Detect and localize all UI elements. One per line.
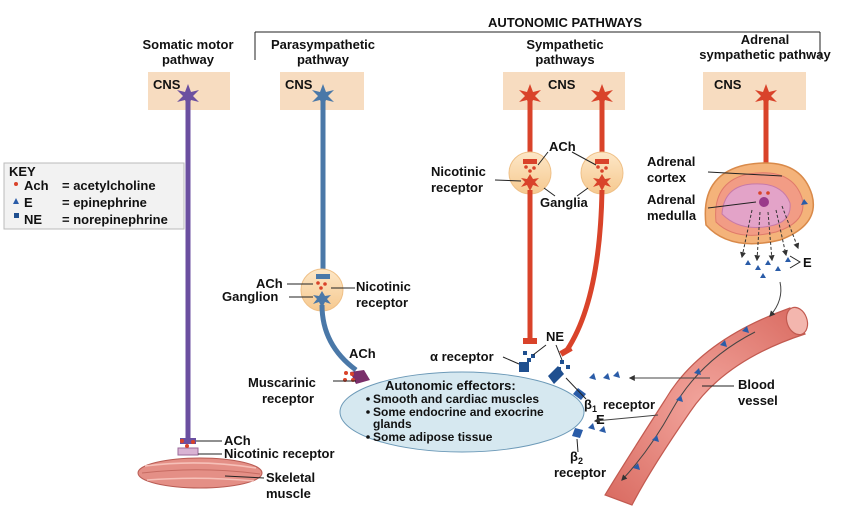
adrenal-cortex-label-line2: cortex — [647, 170, 687, 185]
ach-symbol-icon — [14, 182, 18, 186]
ganglia-label: Ganglia — [540, 195, 588, 210]
somatic-ach-label: ACh — [224, 433, 251, 448]
epinephrine-molecules — [745, 257, 791, 278]
effector-e-label: E — [596, 412, 605, 427]
somatic-cell-body-icon — [177, 84, 199, 108]
beta2-receptor-label: receptor — [554, 465, 606, 480]
skeletal-muscle-label-line1: Skeletal — [266, 470, 315, 485]
effectors-title: Autonomic effectors: — [385, 378, 516, 393]
adrenal-cortex-label-line1: Adrenal — [647, 154, 695, 169]
header-title: AUTONOMIC PATHWAYS — [488, 15, 642, 30]
key-box — [3, 162, 185, 230]
effector-item-2: Some endocrine and exocrine — [373, 405, 544, 419]
epinephrine-symbol-icon — [13, 198, 19, 204]
sympathetic-cell-body-2-icon — [591, 84, 613, 108]
effector-item-1: Smooth and cardiac muscles — [373, 392, 539, 406]
cns-box-sympathetic — [503, 72, 625, 110]
ne-label: NE — [546, 329, 564, 344]
cns-label-sympathetic: CNS — [548, 77, 576, 92]
beta1-receptor-icon — [573, 388, 586, 400]
key-item-ne-abbr: NE — [24, 212, 42, 227]
somatic-title-line2: pathway — [162, 52, 215, 67]
sympathetic-neurons — [508, 84, 624, 384]
effector-item-3: Some adipose tissue — [373, 430, 493, 444]
adrenal-title-line1: Adrenal — [741, 32, 789, 47]
adrenal-e-label: E — [803, 255, 812, 270]
key-item-ach-abbr: Ach — [24, 178, 49, 193]
alpha-receptor-label: α receptor — [430, 349, 494, 364]
muscarinic-receptor-label-line1: Muscarinic — [248, 375, 316, 390]
adrenal-medulla-label-line1: Adrenal — [647, 192, 695, 207]
parasympathetic-ach-effector-label: ACh — [349, 346, 376, 361]
parasympathetic-nicotinic-label-line2: receptor — [356, 295, 408, 310]
key-item-ach-desc: = acetylcholine — [62, 178, 156, 193]
skeletal-muscle-label-line2: muscle — [266, 486, 311, 501]
key-title: KEY — [9, 164, 36, 179]
beta1-symbol: β — [584, 397, 592, 412]
blood-vessel-label-line2: vessel — [738, 393, 778, 408]
parasympathetic-ganglion-label: Ganglion — [222, 289, 278, 304]
beta1-subscript: 1 — [592, 404, 597, 414]
sympathetic-nicotinic-label-line2: receptor — [431, 180, 483, 195]
parasympathetic-cell-body-icon — [312, 84, 334, 108]
parasympathetic-title-line1: Parasympathetic — [271, 37, 375, 52]
norepinephrine-symbol-icon — [14, 213, 19, 218]
sympathetic-nicotinic-label-line1: Nicotinic — [431, 164, 486, 179]
sympathetic-ach-label: ACh — [549, 139, 576, 154]
beta1-receptor-label: receptor — [603, 397, 655, 412]
cns-label-parasympathetic: CNS — [285, 77, 313, 92]
skeletal-muscle-icon — [137, 457, 263, 489]
parasympathetic-nicotinic-label-line1: Nicotinic — [356, 279, 411, 294]
muscarinic-receptor-label-line2: receptor — [262, 391, 314, 406]
adrenal-gland-icon — [704, 162, 814, 245]
adrenal-title-line2: sympathetic pathway — [699, 47, 831, 62]
somatic-neuron — [177, 84, 199, 456]
key-item-ne-desc: = norepinephrine — [62, 212, 168, 227]
cns-label-somatic: CNS — [153, 77, 181, 92]
cns-box-adrenal — [703, 72, 806, 110]
somatic-nicotinic-receptor-label: Nicotinic receptor — [224, 446, 335, 461]
cns-label-adrenal: CNS — [714, 77, 742, 92]
parasympathetic-ach-label: ACh — [256, 276, 283, 291]
somatic-title-line1: Somatic motor — [142, 37, 233, 52]
parasympathetic-neuron — [300, 84, 370, 384]
adrenal-medulla-label-line2: medulla — [647, 208, 697, 223]
parasympathetic-title-line2: pathway — [297, 52, 350, 67]
blood-vessel-label-line1: Blood — [738, 377, 775, 392]
autonomic-effectors-ellipse — [339, 371, 585, 453]
beta2-subscript: 2 — [578, 456, 583, 466]
sympathetic-title-line2: pathways — [535, 52, 594, 67]
beta2-symbol: β — [570, 449, 578, 464]
sympathetic-cell-body-1-icon — [519, 84, 541, 108]
blood-vessel-icon — [604, 281, 809, 506]
key-item-e-abbr: E — [24, 195, 33, 210]
adrenal-release-arrows — [740, 205, 800, 262]
sympathetic-title-line1: Sympathetic — [526, 37, 603, 52]
key-item-e-desc: = epinephrine — [62, 195, 147, 210]
effector-item-2b: glands — [373, 417, 412, 431]
autonomic-bracket — [254, 31, 821, 60]
beta2-receptor-icon — [572, 428, 583, 438]
